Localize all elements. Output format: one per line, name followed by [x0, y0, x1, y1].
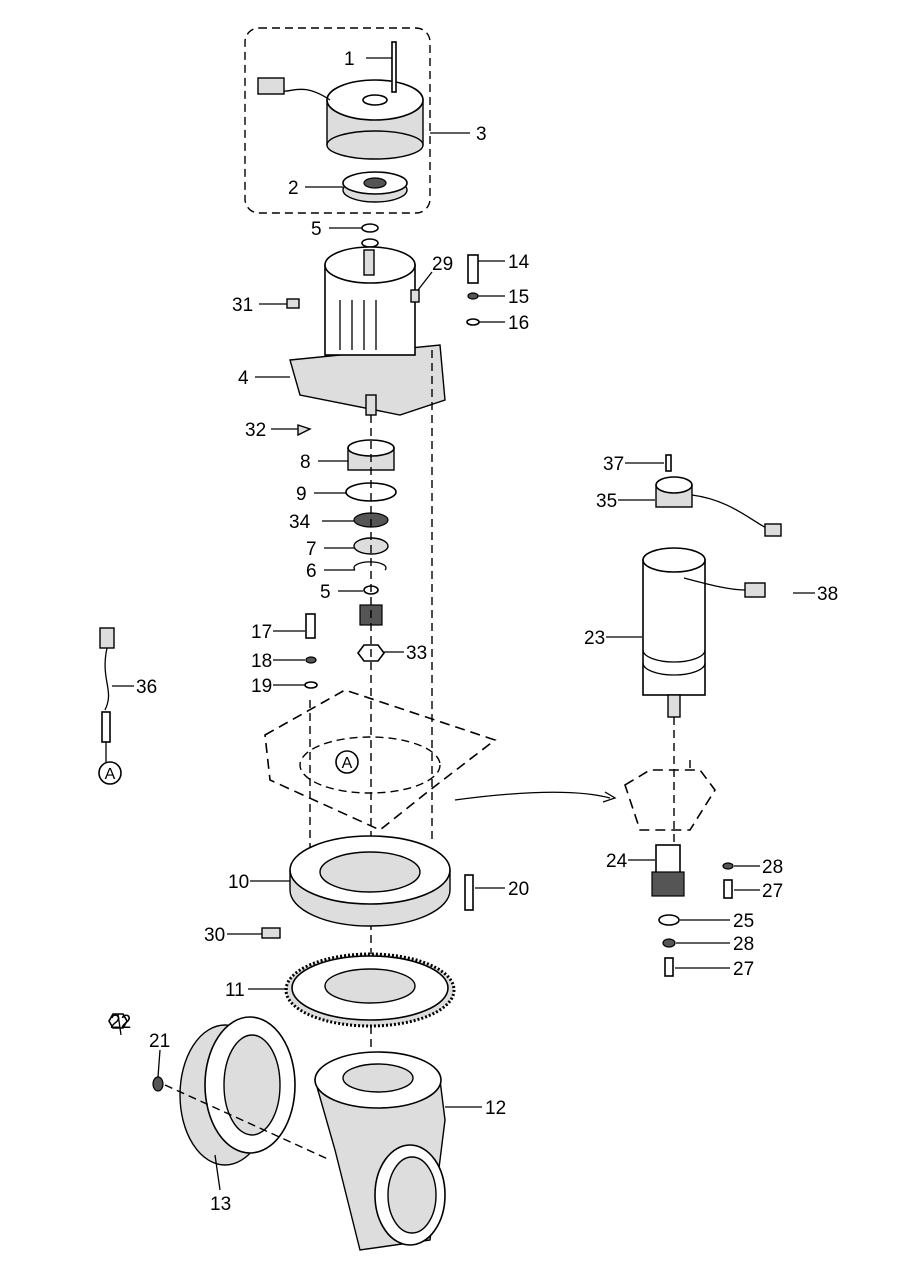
- callout-label-33: 20: [508, 879, 529, 900]
- plug-29: [410, 289, 420, 303]
- leader-line: [117, 1013, 122, 1036]
- hub-2: [342, 171, 408, 203]
- callout-label-13: 34: [289, 512, 311, 533]
- callout-label-4: 29: [432, 254, 453, 275]
- callout-label-24: 38: [817, 584, 838, 605]
- slewing-ring-10: [289, 835, 451, 927]
- callout-label-38: 12: [485, 1098, 506, 1119]
- key-31: [286, 298, 300, 309]
- callout-label-12: 9: [296, 484, 307, 505]
- callout-label-27: 28: [762, 857, 783, 878]
- frame-bore: [299, 736, 441, 794]
- washer-28b: [662, 938, 676, 948]
- callout-label-18: 33: [406, 643, 427, 664]
- washer-21: [152, 1076, 164, 1092]
- callout-label-6: 15: [508, 287, 529, 308]
- bolt-17: [305, 613, 316, 639]
- fitting-30: [261, 927, 281, 939]
- gearbox-12: [314, 1051, 446, 1251]
- callout-label-19: 18: [251, 651, 272, 672]
- screw-37: [665, 454, 672, 472]
- bolt-27: [723, 879, 733, 899]
- callout-label-3: 5: [311, 219, 322, 240]
- motor-4: [289, 246, 446, 416]
- washer-25: [658, 914, 680, 926]
- callout-label-8: 31: [232, 295, 253, 316]
- callout-label-10: 32: [245, 420, 266, 441]
- leader-line: [417, 271, 433, 291]
- callout-label-36: 22: [110, 1012, 131, 1033]
- steer-motor-23: [642, 547, 706, 718]
- callout-label-5: 14: [508, 252, 530, 273]
- brake-unit: [257, 77, 424, 160]
- frame-plate-detail: [624, 769, 716, 831]
- detail-arrow: [454, 791, 617, 803]
- washer-16: [466, 318, 480, 326]
- callout-label-32: 10: [228, 872, 249, 893]
- connector-38: [683, 577, 766, 598]
- callout-label-35: 11: [225, 980, 245, 1001]
- encoder-35: [655, 476, 782, 537]
- bolt-27b: [664, 957, 674, 977]
- callout-label-25: 23: [584, 628, 605, 649]
- assembly-guide-lines: [309, 350, 433, 1060]
- leader-line: [214, 1154, 221, 1191]
- callout-label-17: 17: [251, 622, 272, 643]
- washer-15: [467, 292, 479, 300]
- callout-label-11: 8: [300, 452, 311, 473]
- leader-line: [157, 1049, 161, 1078]
- screw-1: [391, 41, 397, 93]
- reference-a-circle: [98, 761, 122, 785]
- callout-label-37: 21: [149, 1031, 170, 1052]
- o-ring-5: [361, 223, 379, 233]
- frame-plate: [264, 689, 497, 831]
- callout-label-9: 4: [238, 368, 249, 389]
- callout-label-29: 25: [733, 911, 754, 932]
- callout-label-30: 28: [733, 934, 754, 955]
- callout-label-26: 24: [606, 851, 628, 872]
- o-ring: [361, 238, 379, 248]
- reference-a-circle-2: [335, 750, 359, 774]
- washer-18: [305, 656, 317, 664]
- gear-11: [284, 952, 456, 1028]
- callout-label-0: 1: [344, 49, 355, 70]
- sensor-36: [99, 627, 115, 762]
- callout-label-31: 27: [733, 959, 754, 980]
- bolt-14: [467, 254, 479, 284]
- wheel-13: [179, 1016, 296, 1166]
- reference-a-label: A: [105, 766, 116, 783]
- callout-label-20: 19: [251, 676, 272, 697]
- callout-label-14: 7: [306, 539, 317, 560]
- axle-guide-line: [164, 1084, 331, 1161]
- washer-19: [304, 681, 318, 689]
- callout-label-28: 27: [762, 881, 783, 902]
- bolt-20: [464, 874, 474, 911]
- callout-label-7: 16: [508, 313, 529, 334]
- callout-label-39: 13: [210, 1194, 231, 1215]
- callout-label-15: 6: [306, 561, 317, 582]
- callout-label-22: 37: [603, 454, 624, 475]
- washer-28: [722, 862, 734, 870]
- key-32: [297, 424, 312, 437]
- callout-label-34: 30: [204, 925, 225, 946]
- callout-label-23: 35: [596, 491, 617, 512]
- callout-label-1: 3: [476, 124, 487, 145]
- callout-label-21: 36: [136, 677, 157, 698]
- reference-a-label-2: A: [342, 755, 353, 772]
- callout-label-2: 2: [288, 178, 299, 199]
- callout-label-16: 5: [320, 582, 331, 603]
- pinion-24: [651, 844, 685, 897]
- brake-assembly-group-box: [244, 27, 431, 214]
- nut-22: [108, 1013, 128, 1029]
- steer-guide-lines: [673, 717, 691, 850]
